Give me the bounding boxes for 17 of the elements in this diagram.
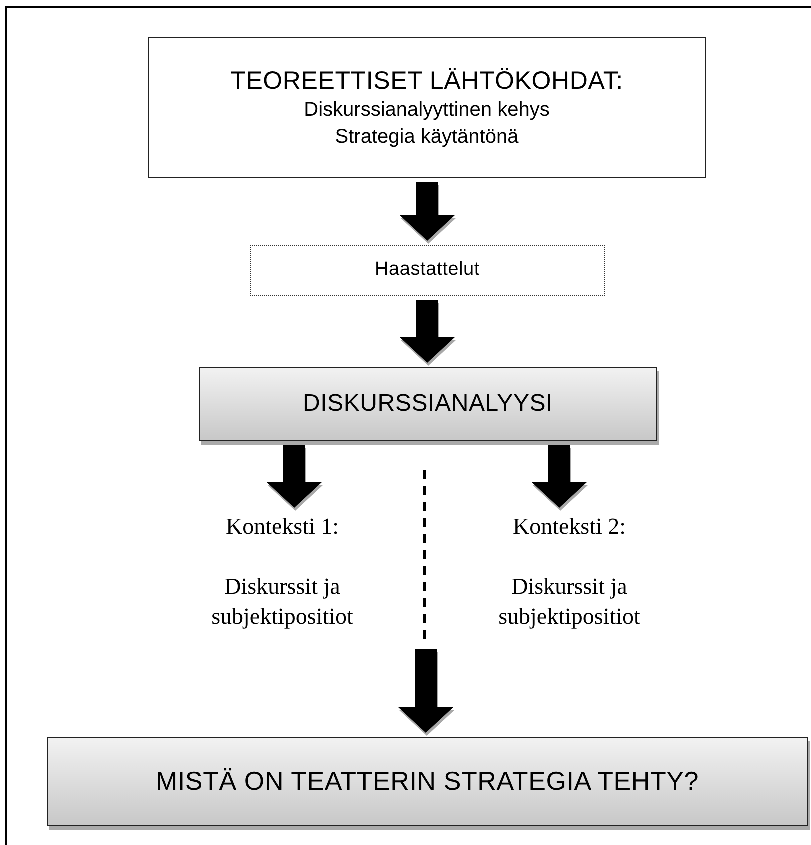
context-text: Diskurssit ja subjektipositiot: [210, 572, 354, 631]
box-text: Diskurssianalyyttinen kehys: [304, 98, 550, 122]
box-text: Strategia käytäntönä: [335, 124, 519, 150]
box-title: Haastattelut: [375, 259, 480, 282]
context-text: Diskurssit ja subjektipositiot: [498, 572, 642, 631]
process-box: [148, 37, 706, 178]
block-arrow: [400, 182, 456, 241]
block-arrow: [400, 300, 456, 363]
box-title: MISTÄ ON TEATTERIN STRATEGIA TEHTY?: [156, 766, 700, 798]
context-heading: Konteksti 2:: [512, 513, 626, 541]
block-arrow: [266, 445, 322, 508]
context-heading: Konteksti 1:: [226, 513, 340, 541]
block-arrow: [532, 445, 588, 508]
box-title: DISKURSSIANALYYSI: [302, 390, 554, 418]
box-title: TEOREETTISET LÄHTÖKOHDAT:: [230, 66, 624, 96]
dotted-box: [250, 245, 605, 296]
block-arrow: [398, 649, 454, 733]
